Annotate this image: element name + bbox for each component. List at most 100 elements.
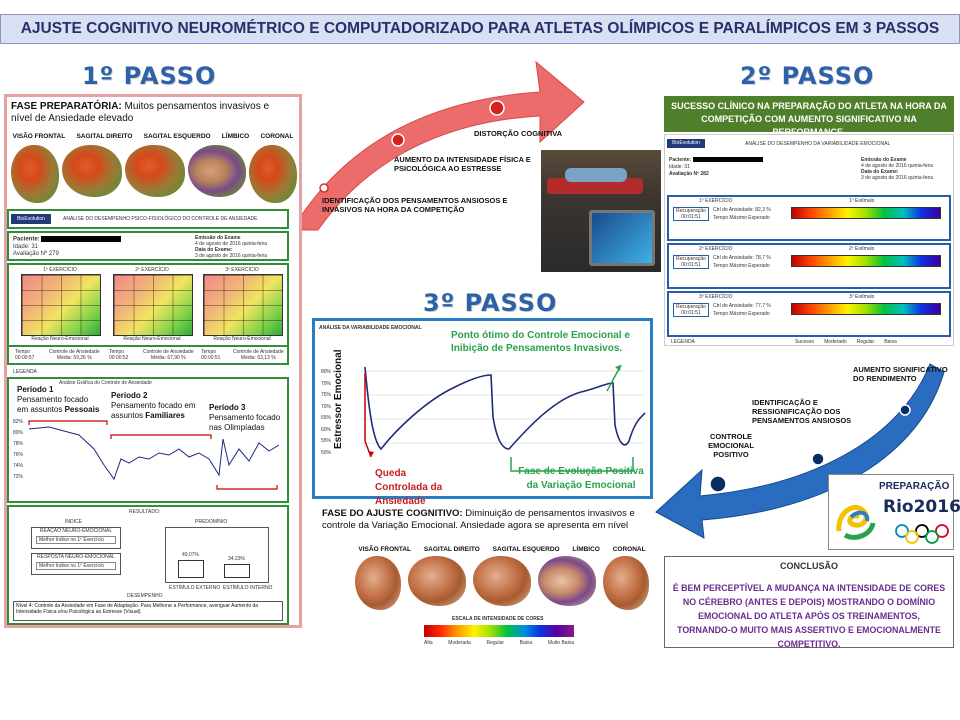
annot-aumento-rendimento: AUMENTO SIGNIFICATIVO DO RENDIMENTO (853, 365, 948, 383)
ex2-recuperacao: Recuperação 00:01:51 (673, 255, 709, 269)
bar-int (224, 564, 250, 578)
ex3-ctrl: Ctrl de Ansiedade: 77,7 % (713, 303, 771, 309)
step1-phase: FASE PREPARATÓRIA: Muitos pensamentos in… (11, 101, 270, 124)
queda-arrowhead (368, 451, 374, 457)
annot-identificacao: IDENTIFICAÇÃO DOS PENSAMENTOS ANSIOSOS E… (322, 196, 508, 214)
step1-chart-header: Análise Gráfica do Controle de Ansiedade (59, 380, 152, 386)
period-3-bracket (216, 485, 278, 490)
brain-frontal-image-after (355, 556, 402, 610)
step2-legenda: LEGENDA (671, 339, 695, 345)
blue-arrow-dot-1 (899, 404, 911, 416)
step1-patient-box: Paciente: Idade: 31 Avaliação Nº 279 Emi… (7, 231, 289, 261)
step3-series-line (364, 366, 646, 451)
blue-arrow (655, 363, 945, 539)
view-label: VISÃO FRONTAL (12, 133, 66, 140)
annot-distorcao: DISTORÇÃO COGNITIVA (474, 129, 563, 138)
step3-brains (352, 556, 652, 610)
estimulo-int-label: ESTÍMULO INTERNO (223, 585, 273, 591)
ex2-ctrl: Ctrl de Ansiedade: 78,7 % (713, 255, 771, 261)
step1-report-header: BioEvolution ANÁLISE DO DESEMPENHO PSICO… (7, 209, 289, 229)
view-label: SAGITAL DIREITO (76, 133, 133, 140)
exercise-2: 2º EXERCÍCIO Reação Neuro-Emocional (107, 267, 197, 342)
step3-view-labels: VISÃO FRONTAL SAGITAL DIREITO SAGITAL ES… (352, 546, 652, 553)
predominio-title: PREDOMÍNIO (195, 519, 228, 525)
indice-title: ÍNDICE (65, 519, 82, 525)
view-label: LÍMBICO (572, 546, 600, 553)
step3-line-chart (361, 364, 646, 472)
step1-brains (9, 145, 299, 203)
view-label: SAGITAL ESQUERDO (143, 133, 211, 140)
period-1-bracket (28, 420, 108, 425)
rio2016-logo-box: PREPARAÇÃO Rio2016 (828, 474, 960, 550)
step2-exam-dates: Emissão do Exame 4 de agosto de 2016 qui… (861, 157, 933, 181)
escala-title: ESCALA DE INTENSIDADE DE CORES (452, 616, 544, 622)
step2-exercise-1: 1º EXERCÍCIO 1º Estímulo Recuperação 00:… (667, 195, 951, 241)
athlete-figure (565, 168, 627, 182)
rio-name: Rio2016 (883, 497, 960, 517)
brain-limbico-image-after (537, 556, 596, 606)
ponto-arrowhead (615, 365, 621, 371)
rio-preparacao: PREPARAÇÃO (879, 481, 950, 492)
step1-period-chart: Análise Gráfica do Controle de Ansiedade… (7, 377, 289, 503)
view-label: LÍMBICO (221, 133, 250, 140)
step2-exercise-3: 3º EXERCÍCIO 3º Estímulo Recuperação 00:… (667, 291, 951, 337)
reacao-box: REAÇÃO NEURO-EMOCIONAL Melhor Índice no … (31, 527, 121, 549)
passo-3-label: 3º PASSO (423, 289, 558, 317)
annot-ressignificacao: IDENTIFICAÇÃO E RESSIGNIFICAÇÃO DOS PENS… (752, 398, 852, 425)
step2-report: BioEvolution ANÁLISE DO DESEMPENHO DA VA… (664, 134, 954, 346)
step1-exam-dates: Emissão do Exame 4 de agosto de 2016 qui… (195, 235, 267, 259)
bioevolution-logo-2: BioEvolution (667, 139, 705, 148)
athlete-bed (547, 178, 643, 194)
red-arrow (291, 60, 585, 231)
period-2-bracket (110, 434, 212, 439)
exercise-3: 3º EXERCÍCIO Reação Neuro-Emocional (197, 267, 287, 342)
step1-patient-info: Paciente: Idade: 31 Avaliação Nº 279 (13, 236, 122, 258)
passo-1-label: 1º PASSO (82, 62, 217, 90)
annot-controle-emocional: CONTROLE EMOCIONAL POSITIVO (708, 432, 754, 459)
annot-aumento-intensidade: AUMENTO DA INTENSIDADE FÍSICA E PSICOLÓG… (394, 155, 531, 173)
fase-bracket (510, 457, 634, 472)
athlete-photo (541, 150, 661, 272)
view-label: SAGITAL DIREITO (423, 546, 480, 553)
redacted-name (41, 236, 122, 242)
conclusion-text: É BEM PERCEPTÍVEL A MUDANÇA NA INTENSIDA… (672, 583, 946, 649)
step1-line-chart (28, 420, 280, 490)
ex1-colorbar (791, 207, 941, 219)
brain-sagital-esquerdo-image (124, 145, 185, 197)
redacted-name-2 (692, 157, 763, 163)
predominio-chart: 49,07% 34,23% (165, 527, 269, 583)
resposta-box: RESPOSTA NEURO-EMOCIONAL Melhor Índice n… (31, 553, 121, 575)
conclusion-box: CONCLUSÃO É BEM PERCEPTÍVEL A MUDANÇA NA… (664, 556, 954, 649)
ex2-colorbar (791, 255, 941, 267)
brain-coronal-image-after (602, 556, 649, 610)
exercise-1-heatmap (21, 274, 101, 336)
monitor-screen (589, 210, 655, 266)
bioevolution-logo: BioEvolution (11, 214, 51, 224)
page-title: AJUSTE COGNITIVO NEUROMÉTRICO E COMPUTAD… (0, 14, 960, 44)
view-label: CORONAL (260, 133, 294, 140)
brain-sagital-esquerdo-image-after (472, 556, 531, 606)
step1-series-line (28, 426, 280, 481)
red-arrow-dot-2 (391, 133, 405, 147)
view-label: SAGITAL ESQUERDO (492, 546, 560, 553)
ex1-recuperacao: Recuperação 00:01:51 (673, 207, 709, 221)
view-label: CORONAL (612, 546, 646, 553)
step1-view-labels: VISÃO FRONTAL SAGITAL DIREITO SAGITAL ES… (7, 133, 299, 140)
brain-frontal-image (10, 145, 59, 203)
step2-patient-info: Paciente: Idade: 31 Avaliação Nº 282 (669, 157, 763, 178)
exercise-2-heatmap (113, 274, 193, 336)
step3-chart-panel: ANÁLISE DA VARIABILIDADE EMOCIONAL Ponto… (312, 318, 653, 507)
brain-limbico-image (188, 145, 247, 197)
step1-y-ticks: 82%80%78%76%74%72% (13, 419, 24, 480)
step2-banner: SUCESSO CLÍNICO NA PREPARAÇÃO DO ATLETA … (664, 96, 954, 137)
step1-results: RESULTADO: ÍNDICE PREDOMÍNIO REAÇÃO NEUR… (7, 505, 289, 625)
